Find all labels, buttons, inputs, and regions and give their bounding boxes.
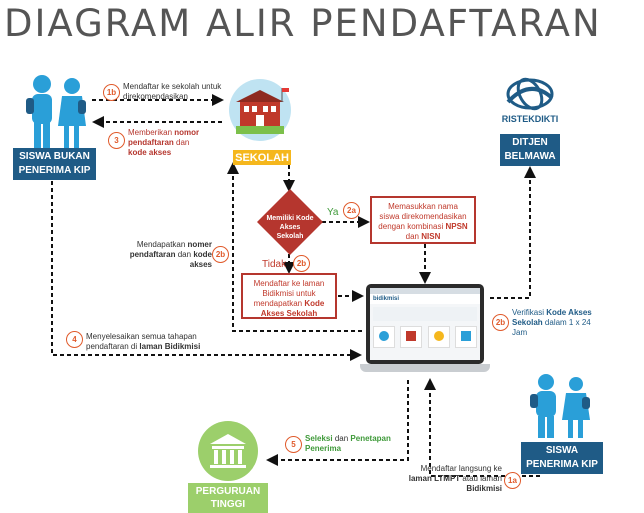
siswa-bukan-box: SISWA BUKAN PENERIMA KIP xyxy=(13,148,96,180)
laptop: bidikmisi xyxy=(360,284,490,380)
school-icon xyxy=(229,79,291,141)
screen-card-4 xyxy=(455,326,478,348)
students-penerima-icon xyxy=(530,374,590,438)
arrow-5 xyxy=(266,380,409,466)
site-logo: bidikmisi xyxy=(373,296,400,302)
step-2b-right-badge: 2b xyxy=(492,314,509,331)
diagram-title: DIAGRAM ALIR PENDAFTARAN xyxy=(4,2,602,45)
step-1b-badge: 1b xyxy=(103,84,120,101)
step-2b-left-text: Mendapatkan nomer pendaftaran dan kode a… xyxy=(129,240,212,269)
decision-diamond xyxy=(257,189,323,255)
step-5-text: Seleksi dan Penetapan Penerima xyxy=(305,434,391,453)
screen-card-3 xyxy=(427,326,450,348)
step-5-badge: 5 xyxy=(285,436,302,453)
arrow-2b-left xyxy=(227,162,362,332)
label-tidak: Tidak xyxy=(262,259,287,270)
step-3-badge: 3 xyxy=(108,132,125,149)
ristekdikti-logo-icon: RISTEKDIKTI xyxy=(502,77,559,124)
step-2b-right-text: Verifikasi Kode Akses Sekolah dalam 1 x … xyxy=(512,308,592,337)
university-icon xyxy=(198,421,258,481)
label-ya: Ya xyxy=(327,207,339,218)
step-1a-text: Mendaftar langsung ke laman LTMPT atau l… xyxy=(408,464,502,493)
arrow-4 xyxy=(51,181,362,361)
step-2a-badge: 2a xyxy=(343,202,360,219)
arrow-1a xyxy=(424,378,540,477)
sekolah-box: SEKOLAH xyxy=(233,150,291,165)
ristekdikti-logo-text: RISTEKDIKTI xyxy=(502,114,559,124)
bidikmisi-box: Mendaftar ke laman Bidikmisi untuk menda… xyxy=(241,273,337,319)
decision-text: Memiliki Kode Akses Sekolah xyxy=(266,215,314,240)
laptop-screen: bidikmisi xyxy=(370,288,480,360)
screen-card-1 xyxy=(372,326,395,348)
screen-card-2 xyxy=(400,326,423,348)
perguruan-box: PERGURUAN TINGGI xyxy=(188,483,268,513)
step-3-text: Memberikan nomor pendaftaran dan kode ak… xyxy=(128,128,200,157)
step-4-badge: 4 xyxy=(66,331,83,348)
step-2b-left-badge: 2b xyxy=(212,246,229,263)
step-2b-mid-badge: 2b xyxy=(293,255,310,272)
ditjen-box: DITJEN BELMAWA xyxy=(500,134,560,166)
step-1b-text: Mendaftar ke sekolah untuk direkomendasi… xyxy=(123,82,222,101)
npsn-box: Memasukkan nama siswa direkomendasikan d… xyxy=(370,196,476,244)
arrow-2b-right xyxy=(490,166,536,299)
step-4-text: Menyelesaikan semua tahapan pendaftaran … xyxy=(86,332,201,351)
students-bukan-icon xyxy=(26,75,86,150)
step-1a-badge: 1a xyxy=(504,472,521,489)
siswa-penerima-box: SISWA PENERIMA KIP xyxy=(521,442,603,474)
